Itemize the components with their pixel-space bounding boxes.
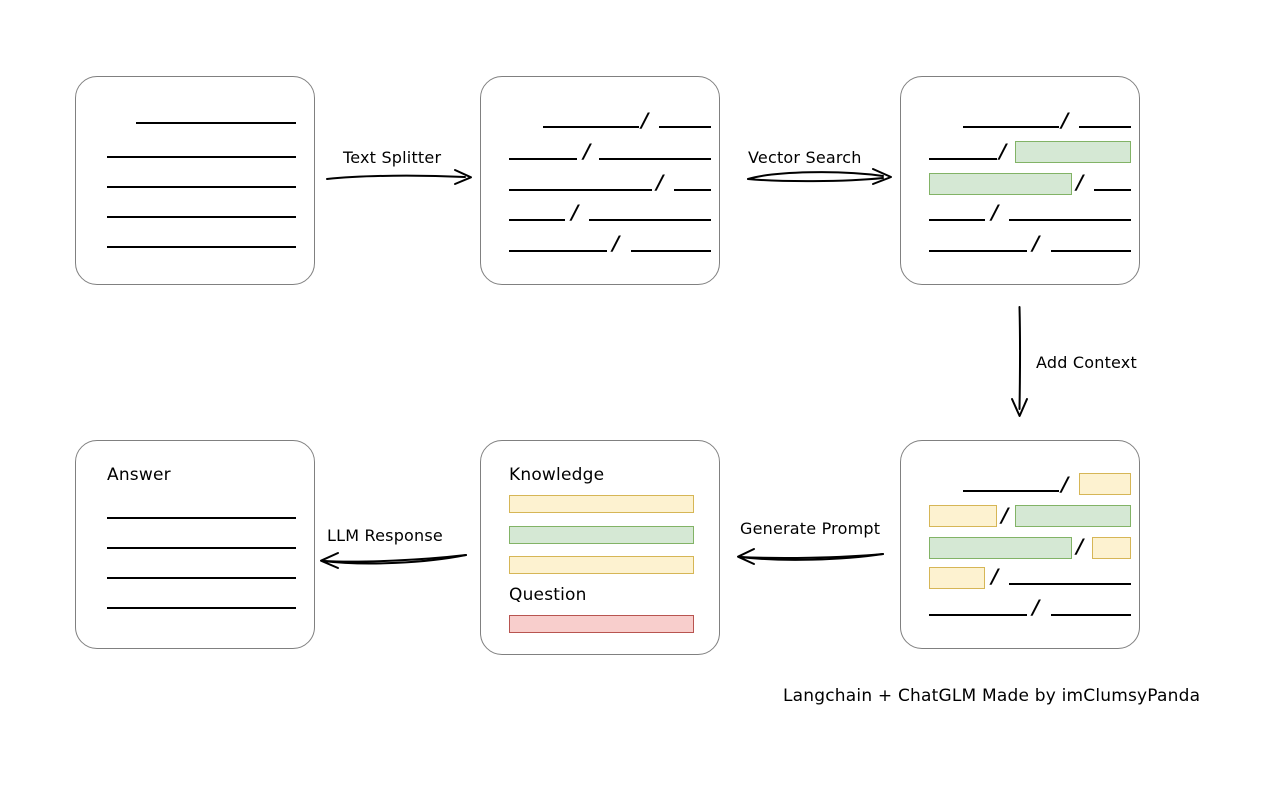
context-document-box[interactable]: / / / / / xyxy=(900,440,1140,649)
answer-line xyxy=(107,607,296,609)
edge-label-llm-response: LLM Response xyxy=(327,526,443,545)
document-line-segment xyxy=(674,189,711,191)
context-chunk-yellow[interactable] xyxy=(1092,537,1131,559)
answer-line xyxy=(107,517,296,519)
edge-label-vector-search: Vector Search xyxy=(748,148,862,167)
edge-generate-prompt xyxy=(737,548,884,565)
document-line xyxy=(107,186,296,188)
split-marker: / xyxy=(641,108,649,132)
document-line-segment xyxy=(1009,219,1131,221)
document-line xyxy=(107,246,296,248)
document-line-segment xyxy=(509,158,577,160)
document-line-segment xyxy=(963,490,1059,492)
document-line-segment xyxy=(509,219,565,221)
document-line-segment xyxy=(929,250,1027,252)
edge-add-context xyxy=(1011,306,1028,417)
question-chunk-red[interactable] xyxy=(509,615,694,633)
split-marker: / xyxy=(583,139,591,163)
split-marker: / xyxy=(1032,595,1040,619)
source-document-box[interactable] xyxy=(75,76,315,285)
document-line-segment xyxy=(599,158,711,160)
footer-credit: Langchain + ChatGLM Made by imClumsyPand… xyxy=(783,686,1201,706)
answer-box[interactable]: Answer xyxy=(75,440,315,649)
split-marker: / xyxy=(1061,472,1069,496)
context-chunk-yellow[interactable] xyxy=(929,567,985,589)
document-line-segment xyxy=(509,189,652,191)
retrieved-chunk-green[interactable] xyxy=(1015,505,1131,527)
document-line xyxy=(107,156,296,158)
retrieved-chunk-green[interactable] xyxy=(929,173,1072,195)
document-line-segment xyxy=(1051,250,1131,252)
context-chunk-yellow[interactable] xyxy=(1079,473,1131,495)
question-label: Question xyxy=(509,585,587,605)
document-line-segment xyxy=(659,126,711,128)
edge-label-generate-prompt: Generate Prompt xyxy=(740,519,881,538)
retrieved-chunk-green[interactable] xyxy=(929,537,1072,559)
document-line-segment xyxy=(1094,189,1131,191)
document-line-segment xyxy=(509,250,607,252)
document-line-segment xyxy=(929,219,985,221)
split-marker: / xyxy=(1076,170,1084,194)
document-line-segment xyxy=(963,126,1059,128)
document-line-segment xyxy=(1009,583,1131,585)
context-chunk-yellow[interactable] xyxy=(929,505,997,527)
retrieved-chunk-green[interactable] xyxy=(1015,141,1131,163)
split-marker: / xyxy=(1061,108,1069,132)
answer-line xyxy=(107,577,296,579)
edge-llm-response xyxy=(320,552,467,569)
split-marker: / xyxy=(999,139,1007,163)
document-line-segment xyxy=(929,158,997,160)
split-marker: / xyxy=(1001,503,1009,527)
prompt-box[interactable]: Knowledge Question xyxy=(480,440,720,655)
split-marker: / xyxy=(656,170,664,194)
knowledge-chunk-yellow[interactable] xyxy=(509,556,694,574)
edge-label-text-splitter: Text Splitter xyxy=(343,148,442,167)
document-line-segment xyxy=(1051,614,1131,616)
edge-label-add-context: Add Context xyxy=(1036,353,1137,372)
knowledge-chunk-green[interactable] xyxy=(509,526,694,544)
edge-vector-search xyxy=(747,168,892,185)
document-line-segment xyxy=(1079,126,1131,128)
searched-document-box[interactable]: / / / / / xyxy=(900,76,1140,285)
document-line-segment xyxy=(543,126,639,128)
split-marker: / xyxy=(1076,534,1084,558)
split-marker: / xyxy=(991,564,999,588)
document-line xyxy=(107,216,296,218)
split-document-box[interactable]: / / / / / xyxy=(480,76,720,285)
document-line xyxy=(136,122,296,124)
split-marker: / xyxy=(1032,231,1040,255)
split-marker: / xyxy=(571,200,579,224)
document-line-segment xyxy=(589,219,711,221)
answer-label: Answer xyxy=(107,465,171,485)
edge-text-splitter xyxy=(326,169,472,185)
split-marker: / xyxy=(991,200,999,224)
knowledge-label: Knowledge xyxy=(509,465,605,485)
answer-line xyxy=(107,547,296,549)
knowledge-chunk-yellow[interactable] xyxy=(509,495,694,513)
document-line-segment xyxy=(929,614,1027,616)
split-marker: / xyxy=(612,231,620,255)
document-line-segment xyxy=(631,250,711,252)
